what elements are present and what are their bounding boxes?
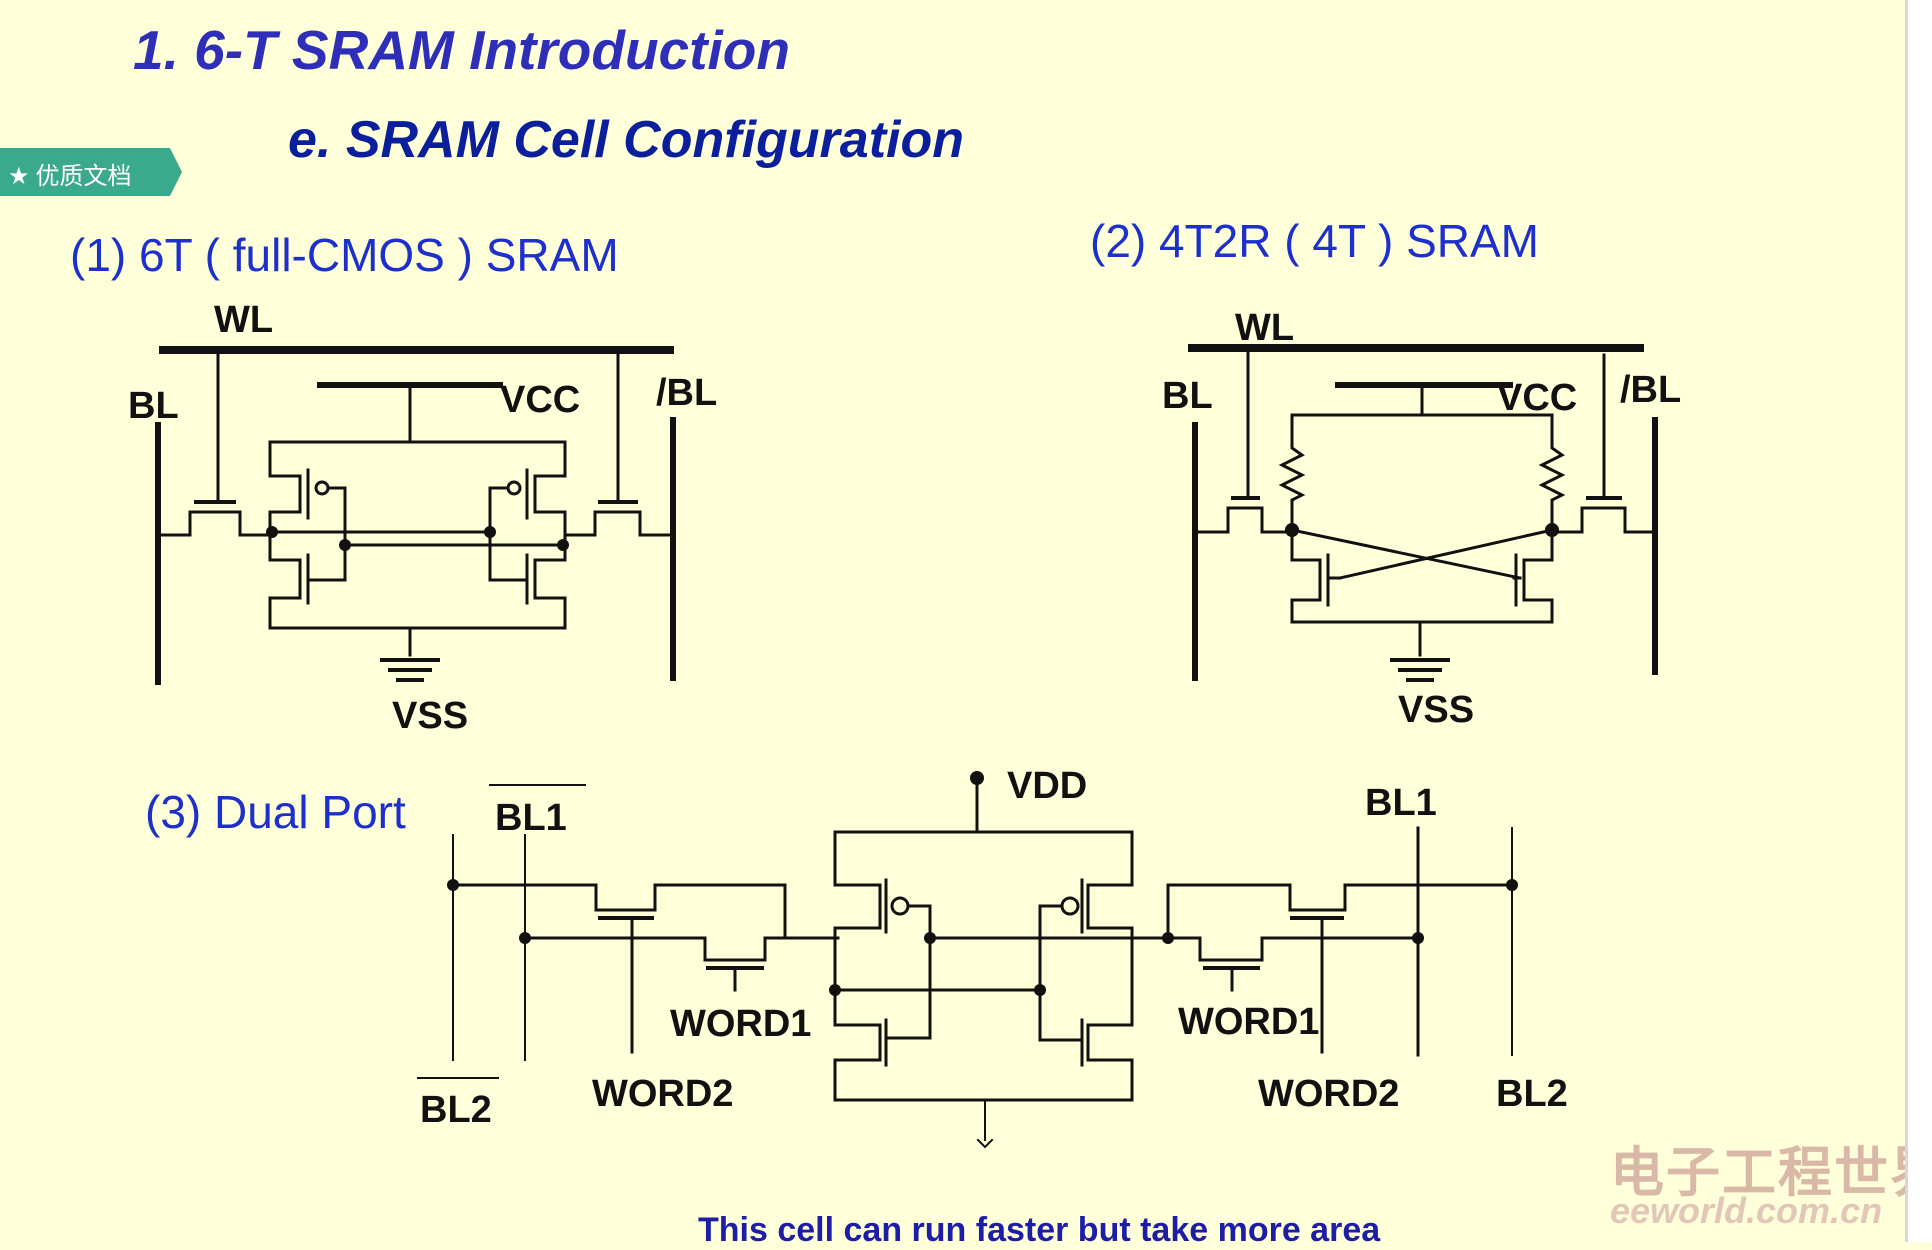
diagram-4t2r-sram — [1188, 344, 1658, 682]
vss-label-4t: VSS — [1398, 689, 1474, 731]
vcc-label-4t: VCC — [1497, 377, 1577, 419]
star-icon: ★ — [8, 163, 30, 190]
vss-label-6t: VSS — [392, 695, 468, 737]
scrollbar-track[interactable] — [1905, 0, 1932, 1242]
watermark-name: 电子工程世界 — [1610, 1143, 1932, 1203]
footer-caption: This cell can run faster but take more a… — [698, 1211, 1381, 1249]
blb-label-4t: /BL — [1620, 369, 1681, 411]
slide-subtitle: e. SRAM Cell Configuration — [288, 111, 964, 169]
section-6t-title: (1) 6T ( full-CMOS ) SRAM — [70, 229, 619, 281]
word2-label-left: WORD2 — [592, 1073, 733, 1115]
diagram-dual-port — [417, 778, 1514, 1149]
wl-label-4t: WL — [1235, 307, 1294, 349]
section-dual-port-title: (3) Dual Port — [145, 786, 406, 838]
bl-label-4t: BL — [1162, 375, 1213, 417]
bl-label-6t: BL — [128, 385, 179, 427]
watermark-url: eeworld.com.cn — [1610, 1190, 1883, 1231]
word1-label-right: WORD1 — [1178, 1001, 1319, 1043]
blb-label-6t: /BL — [656, 372, 717, 414]
slide-title: 1. 6-T SRAM Introduction — [133, 19, 790, 81]
bl2-label-right: BL2 — [1496, 1073, 1568, 1115]
word1-label-left: WORD1 — [670, 1003, 811, 1045]
vcc-label-6t: VCC — [500, 379, 580, 421]
bl2-bar-label: BL2 — [420, 1089, 492, 1131]
vdd-label: VDD — [1007, 765, 1087, 807]
quality-badge[interactable] — [0, 148, 182, 196]
word2-label-right: WORD2 — [1258, 1073, 1399, 1115]
wl-label-6t: WL — [214, 299, 273, 341]
diagram-6t-sram — [155, 346, 676, 685]
quality-badge-label: ★优质文档 — [8, 163, 132, 190]
bl1-label-right: BL1 — [1365, 782, 1437, 824]
bl1-bar-label: BL1 — [495, 797, 567, 839]
scrollbar-border — [1905, 0, 1908, 1242]
section-4t-title: (2) 4T2R ( 4T ) SRAM — [1090, 215, 1539, 267]
